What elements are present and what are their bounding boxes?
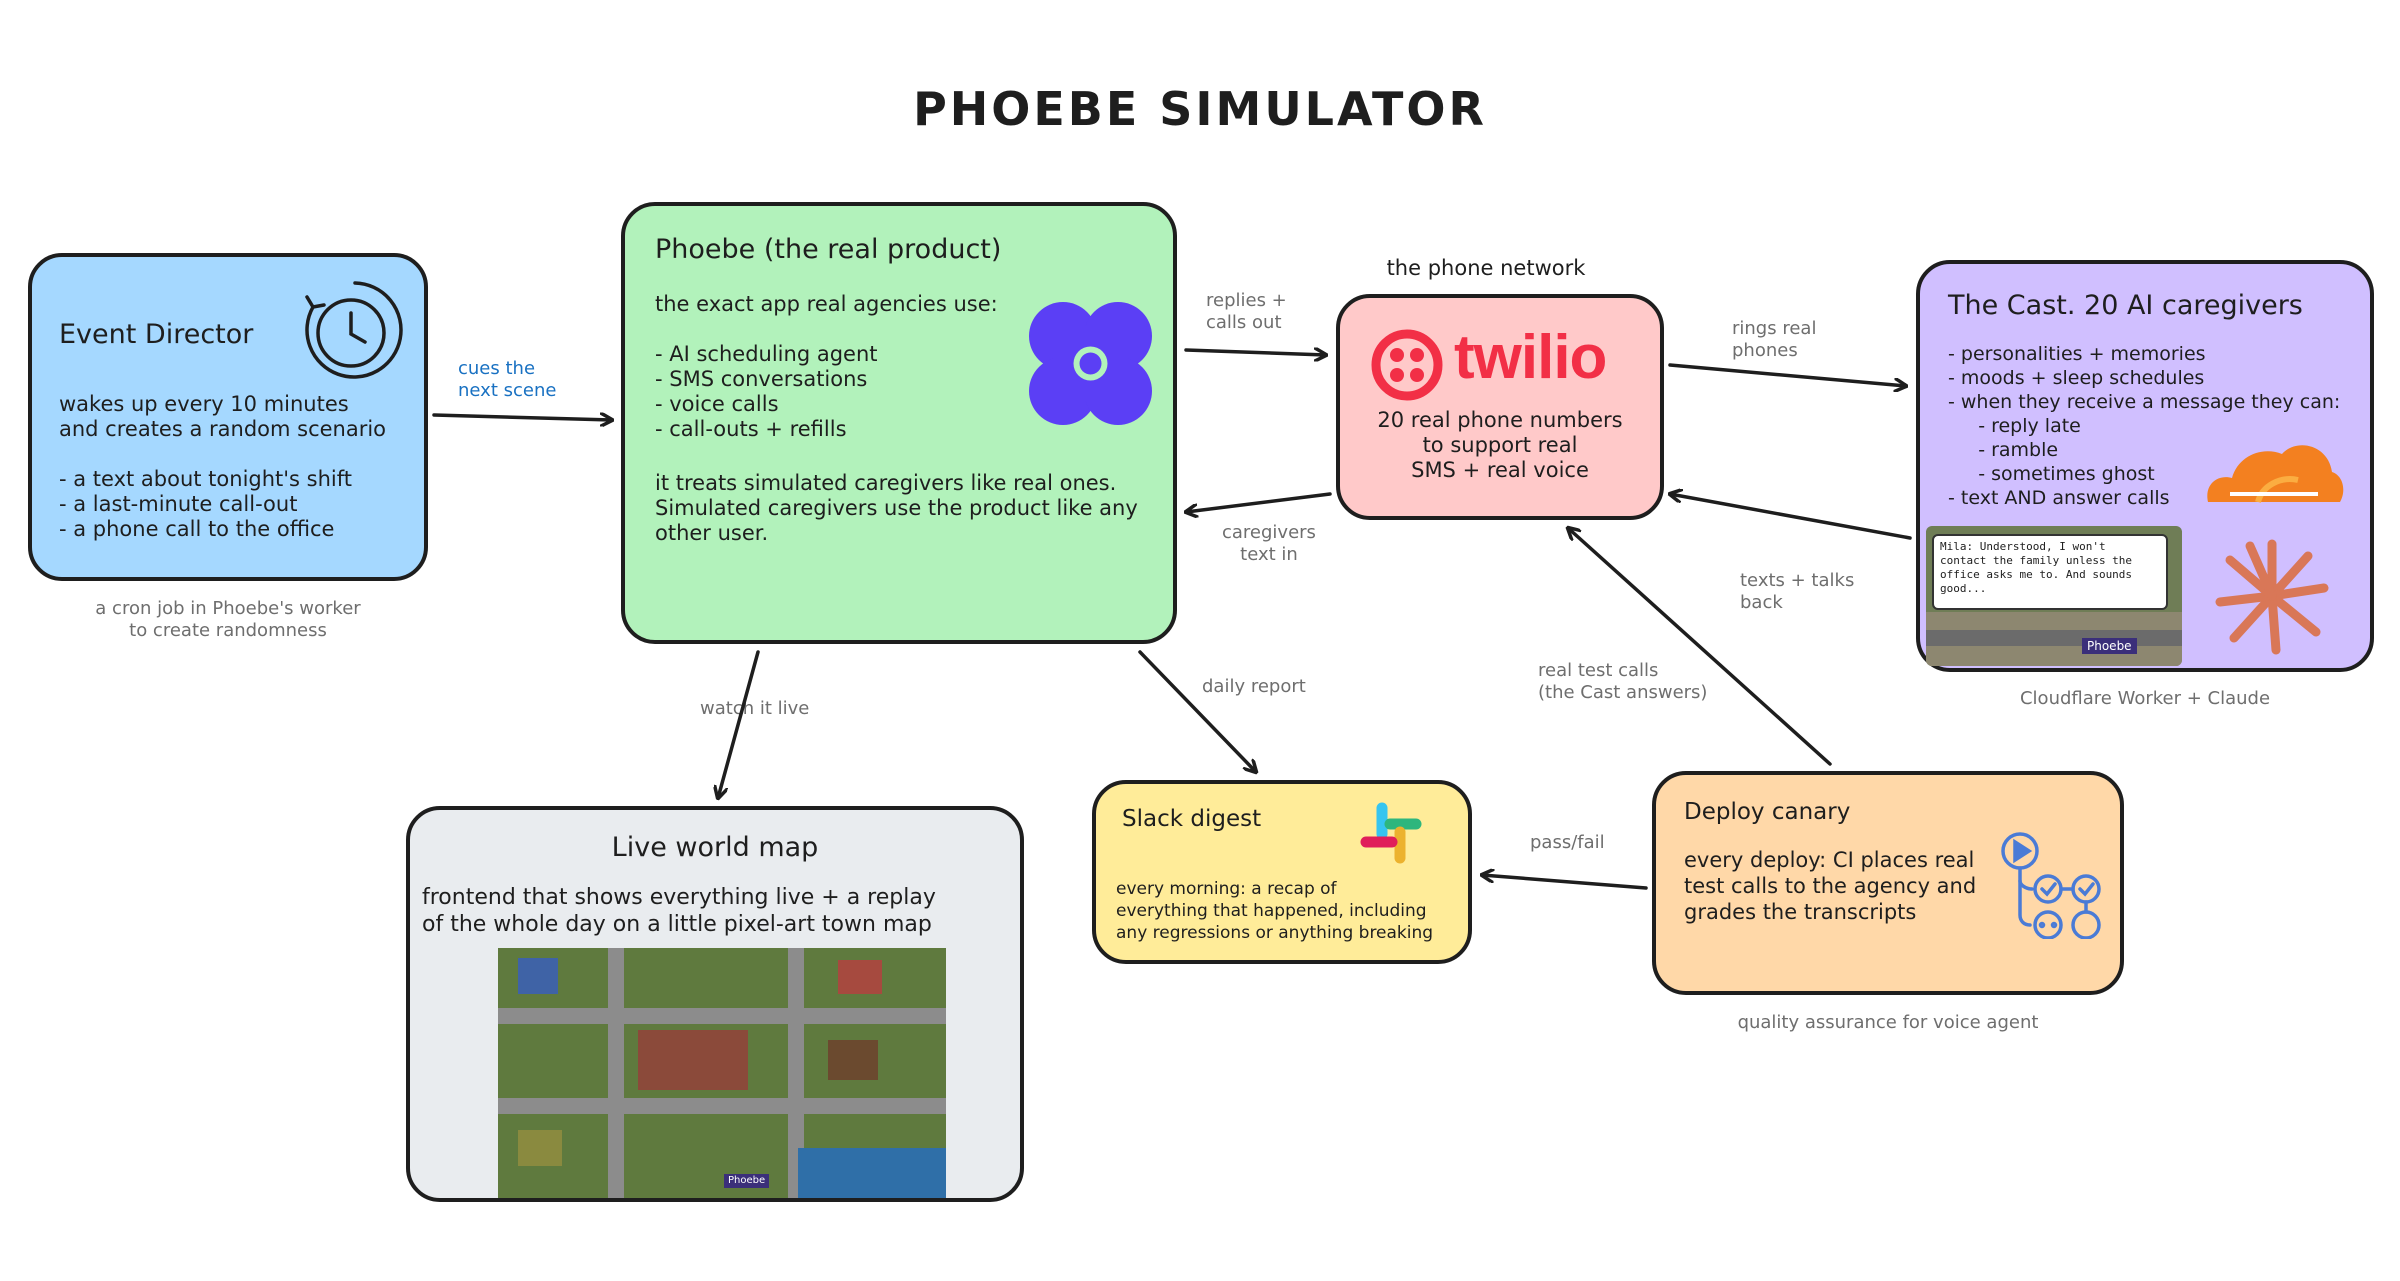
diagram-title: PHOEBE SIMULATOR	[913, 82, 1487, 136]
event-director-note: a cron job in Phoebe's worker to create …	[95, 598, 361, 641]
twilio-box: twilio 20 real phone numbers to support …	[1336, 294, 1664, 520]
arrow-cast-to-twilio	[1670, 494, 1912, 540]
map-tag: Phoebe	[724, 1174, 770, 1188]
claude-icon	[2215, 539, 2329, 655]
canary-note: quality assurance for voice agent	[1737, 1012, 2039, 1033]
map-road-v2	[788, 948, 804, 1198]
map-house	[828, 1040, 878, 1080]
canary-title: Deploy canary	[1684, 799, 1851, 825]
map-title: Live world map	[611, 832, 819, 863]
cast-title: The Cast. 20 AI caregivers	[1948, 290, 2303, 321]
map-body: frontend that shows everything live + a …	[422, 885, 936, 937]
canary-body: every deploy: CI places real test calls …	[1684, 848, 1977, 924]
slack-box: Slack digest every morning: a recap of e…	[1092, 780, 1472, 964]
phoebe-body: it treats simulated caregivers like real…	[655, 471, 1138, 545]
phoebe-features: - AI scheduling agent - SMS conversation…	[655, 342, 878, 441]
arrow-canary-to-twilio	[1568, 528, 1832, 766]
cast-box: The Cast. 20 AI caregivers - personaliti…	[1916, 260, 2374, 672]
event-director-body: wakes up every 10 minutes and creates a …	[59, 392, 387, 541]
arrow-director-to-phoebe	[432, 415, 612, 420]
event-director-title: Event Director	[59, 319, 254, 350]
town-map-image: Phoebe	[498, 948, 946, 1198]
arrow-twilio-to-phoebe	[1186, 492, 1332, 512]
cast-note: Cloudflare Worker + Claude	[2019, 688, 2271, 709]
clock-icon	[305, 281, 403, 379]
map-town-hall	[638, 1030, 748, 1090]
phoebe-logo-icon	[1029, 302, 1152, 425]
edge-label-replies: replies + calls out	[1206, 290, 1287, 333]
twilio-logo: twilio	[1370, 320, 1640, 410]
twilio-header: the phone network	[1386, 256, 1586, 280]
twilio-mark-icon	[1371, 329, 1443, 401]
edge-label-test-calls: real test calls (the Cast answers)	[1538, 660, 1708, 703]
arrow-phoebe-to-map	[718, 650, 760, 798]
edge-label-texts-back: texts + talks back	[1740, 570, 1855, 613]
edge-label-passfail: pass/fail	[1530, 832, 1605, 853]
edge-label-caregivers-in: caregivers text in	[1222, 522, 1316, 565]
workflow-icon	[2001, 832, 2101, 939]
map-box: Live world map frontend that shows every…	[406, 806, 1024, 1202]
map-house	[518, 958, 558, 994]
speech-bubble: Mila: Understood, I won't contact the fa…	[1932, 534, 2168, 610]
map-road-v1	[608, 948, 624, 1198]
event-director-box: Event Director wakes up every 10 minutes…	[28, 253, 428, 581]
slack-icon	[1360, 802, 1422, 864]
edge-label-cues: cues the next scene	[458, 358, 557, 401]
slack-body: every morning: a recap of everything tha…	[1116, 879, 1434, 943]
phoebe-box: Phoebe (the real product) the exact app …	[621, 202, 1177, 644]
twilio-wordmark: twilio	[1454, 323, 1607, 392]
cast-body: - personalities + memories - moods + sle…	[1948, 343, 2341, 509]
arrow-canary-to-slack	[1482, 875, 1648, 890]
arrow-twilio-to-cast	[1668, 363, 1906, 386]
slack-title: Slack digest	[1122, 806, 1262, 832]
map-house	[518, 1130, 562, 1166]
cast-screenshot: Mila: Understood, I won't contact the fa…	[1926, 526, 2182, 666]
canary-box: Deploy canary every deploy: CI places re…	[1652, 771, 2124, 995]
map-water	[798, 1148, 946, 1198]
speech-bubble-text: Mila: Understood, I won't contact the fa…	[1940, 540, 2133, 595]
edge-label-watch: watch it live	[700, 698, 810, 719]
edge-label-daily: daily report	[1202, 676, 1306, 697]
twilio-body: 20 real phone numbers to support real SM…	[1377, 408, 1623, 482]
phoebe-intro: the exact app real agencies use:	[655, 292, 998, 316]
arrow-phoebe-to-slack	[1138, 650, 1256, 772]
screenshot-tag: Phoebe	[2082, 638, 2137, 654]
edge-label-rings: rings real phones	[1732, 318, 1817, 361]
map-house	[838, 960, 882, 994]
phoebe-title: Phoebe (the real product)	[655, 234, 1002, 265]
arrow-phoebe-to-twilio	[1184, 350, 1326, 355]
cloudflare-icon	[2207, 445, 2344, 504]
